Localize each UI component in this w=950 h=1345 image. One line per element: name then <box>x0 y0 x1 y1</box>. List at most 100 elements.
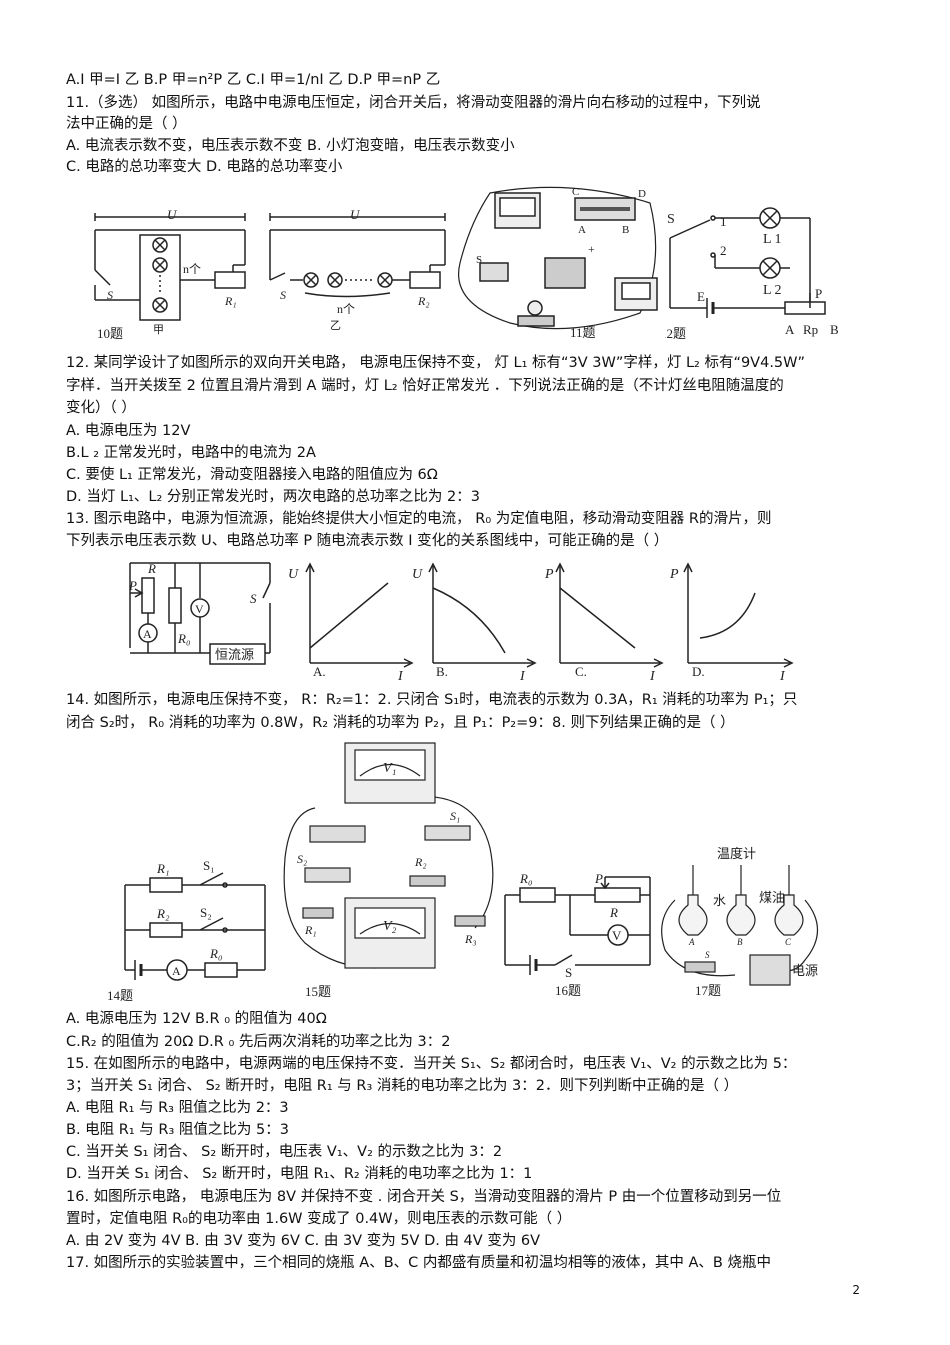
q12-option-d: D. 当灯 L₁、L₂ 分别正常发光时，两次电路的总功率之比为 2：3 <box>66 489 480 505</box>
f13-graph-c: P I C. <box>544 562 664 683</box>
f13-a: A <box>143 627 152 641</box>
f10-s-left: S <box>107 288 113 302</box>
f13-v: V <box>195 602 204 616</box>
f17-water: 水 <box>713 893 726 908</box>
f13-gc-y: P <box>544 567 554 582</box>
f15-v1: V₁ <box>383 761 396 776</box>
f10-n-ge-right: n个 <box>337 302 355 316</box>
figure-q10: U n个 S R₁ 甲 10题 U S n个 乙 R₂ <box>94 207 446 341</box>
f16-r: R <box>609 905 618 920</box>
figure-q12: S 1 2 L 1 L 2 E P A Rp B 12题 <box>665 207 839 341</box>
f13-gd-y: P <box>669 567 679 582</box>
figure-q11: C D A B + S 11题 <box>458 186 658 340</box>
f17-oil: 煤油 <box>759 890 785 905</box>
q15-stem-2: 3；当开关 S₁ 闭合、 S₂ 断开时，电阻 R₁ 与 R₃ 消耗的电功率之比为… <box>66 1078 739 1094</box>
f12-p: P <box>815 286 822 301</box>
f10-jia: 甲 <box>153 324 164 336</box>
q11-options-ab: A. 电流表示数不变，电压表示数不变 B. 小灯泡变暗，电压表示数变小 <box>66 138 515 154</box>
q17-stem-1: 17. 如图所示的实验装置中，三个相同的烧瓶 A、B、C 内都盛有质量和初温均相… <box>66 1255 771 1271</box>
figure-q15: V₁ V₂ S₁ S₂ R₂ R₁ R₃ 15题 <box>283 742 494 999</box>
f14-a: A <box>172 964 181 978</box>
q15-option-a: A. 电阻 R₁ 与 R₃ 阻值之比为 2：3 <box>66 1100 289 1116</box>
f13-ga-x: I <box>397 669 404 683</box>
f16-v: V <box>612 928 622 943</box>
f13-source: 恒流源 <box>215 647 254 662</box>
f15-s2: S₂ <box>297 852 307 866</box>
f15-s1: S₁ <box>450 809 460 823</box>
f12-rp: Rp <box>803 322 818 337</box>
f15-r2: R₂ <box>414 855 427 869</box>
f13-gb-x: I <box>519 669 526 683</box>
f15-r3: R₃ <box>464 932 477 946</box>
f12-l1: L 1 <box>763 232 782 247</box>
f13-graph-b: U I B. <box>412 562 537 683</box>
figure-q17: 温度计 水 煤油 A B C S 电源 17题 <box>661 846 818 998</box>
f11-c: C <box>572 186 579 198</box>
f11-plus: + <box>588 242 595 256</box>
f12-b: B <box>830 322 839 337</box>
f16-s: S <box>565 965 572 980</box>
q12-stem-3: 变化）（ ） <box>66 400 136 416</box>
f13-gd-x: I <box>779 669 786 683</box>
f17-thermo: 温度计 <box>717 846 756 861</box>
figure-q16: R₀ P R V S 16题 <box>504 871 651 998</box>
f14-r0: R₀ <box>209 946 222 961</box>
f10-r2: R₂ <box>417 294 430 308</box>
f12-l2: L 2 <box>763 283 782 298</box>
figure-q14: R₁ S₁ R₂ S₂ R₀ A 14题 <box>107 858 266 1003</box>
q15-stem-1: 15. 在如图所示的电路中，电源两端的电压保持不变．当开关 S₁、S₂ 都闭合时… <box>66 1056 797 1072</box>
f13-graph-a: U I A. <box>288 562 414 683</box>
q16-options: A. 由 2V 变为 4V B. 由 3V 变为 6V C. 由 3V 变为 5… <box>66 1233 541 1249</box>
q12-stem-1: 12. 某同学设计了如图所示的双向开关电路， 电源电压保持不变， 灯 L₁ 标有… <box>66 355 806 371</box>
f14-caption: 14题 <box>107 988 133 1003</box>
f13-gc-x: I <box>649 669 656 683</box>
page-number: 2 <box>852 1283 860 1297</box>
f14-r1: R₁ <box>156 861 169 876</box>
q12-option-c: C. 要使 L₁ 正常发光，滑动变阻器接入电路的阻值应为 6Ω <box>66 467 438 483</box>
f13-graph-d: P I D. <box>669 562 794 683</box>
f11-b: B <box>622 224 629 236</box>
f13-r0: R₀ <box>177 631 190 646</box>
f17-power: 电源 <box>792 963 818 978</box>
q15-option-b: B. 电阻 R₁ 与 R₃ 阻值之比为 5：3 <box>66 1122 289 1138</box>
f12-e: E <box>697 289 705 304</box>
f17-b: B <box>737 937 743 947</box>
f10-caption: 10题 <box>97 326 123 341</box>
f13-s: S <box>250 591 257 606</box>
f11-s: S <box>476 254 482 266</box>
q12-option-a: A. 电源电压为 12V <box>66 423 191 439</box>
f12-two: 2 <box>720 243 727 258</box>
q14-options-ab: A. 电源电压为 12V B.R ₀ 的阻值为 40Ω <box>66 1011 327 1027</box>
q13-stem-1: 13. 图示电路中，电源为恒流源，能始终提供大小恒定的电流， R₀ 为定值电阻，… <box>66 511 772 527</box>
f17-a: A <box>688 937 695 947</box>
q14-stem-2: 闭合 S₂时， R₀ 消耗的功率为 0.8W，R₂ 消耗的功率为 P₂，且 P₁… <box>66 715 735 731</box>
figure-q13: R P A R₀ V S 恒流源 U I A. U I B. P I C. P … <box>128 561 794 683</box>
f10-s-right: S <box>280 288 286 302</box>
q11-options-cd: C. 电路的总功率变大 D. 电路的总功率变小 <box>66 159 343 175</box>
f17-s: S <box>705 950 710 960</box>
f12-caption: 12题 <box>665 326 686 341</box>
q12-option-b: B.L ₂ 正常发光时，电路中的电流为 2A <box>66 445 316 461</box>
f15-caption: 15题 <box>305 984 331 999</box>
f17-caption: 17题 <box>695 983 721 998</box>
f15-v2: V₂ <box>383 919 397 934</box>
f16-p: P <box>594 871 603 886</box>
f10-u-right: U <box>350 207 361 222</box>
f15-r1: R₁ <box>304 923 317 937</box>
q13-stem-2: 下列表示电压表示数 U、电路总功率 P 随电流表示数 I 变化的关系图线中，可能… <box>66 533 669 549</box>
f13-p: P <box>128 578 137 593</box>
f17-c: C <box>785 937 792 947</box>
f12-s: S <box>667 212 675 227</box>
f12-one: 1 <box>720 214 727 229</box>
q10-options: A.I 甲=I 乙 B.P 甲=n²P 乙 C.I 甲=1/nI 乙 D.P 甲… <box>66 72 441 88</box>
f13-r: R <box>147 561 156 576</box>
f13-ga-tag: A. <box>313 664 326 679</box>
q16-stem-2: 置时，定值电阻 R₀的电功率由 1.6W 变成了 0.4W，则电压表的示数可能（… <box>66 1211 572 1227</box>
f12-a: A <box>785 322 795 337</box>
f11-a: A <box>578 224 586 236</box>
q16-stem-1: 16. 如图所示电路， 电源电压为 8V 并保持不变 . 闭合开关 S，当滑动变… <box>66 1189 782 1205</box>
f13-gb-tag: B. <box>436 664 448 679</box>
q12-stem-2: 字样．当开关拨至 2 位置且滑片滑到 A 端时，灯 L₂ 恰好正常发光 ．下列说… <box>66 378 784 394</box>
q11-stem-2: 法中正确的是（ ） <box>66 116 187 132</box>
f10-r1: R₁ <box>224 294 237 308</box>
